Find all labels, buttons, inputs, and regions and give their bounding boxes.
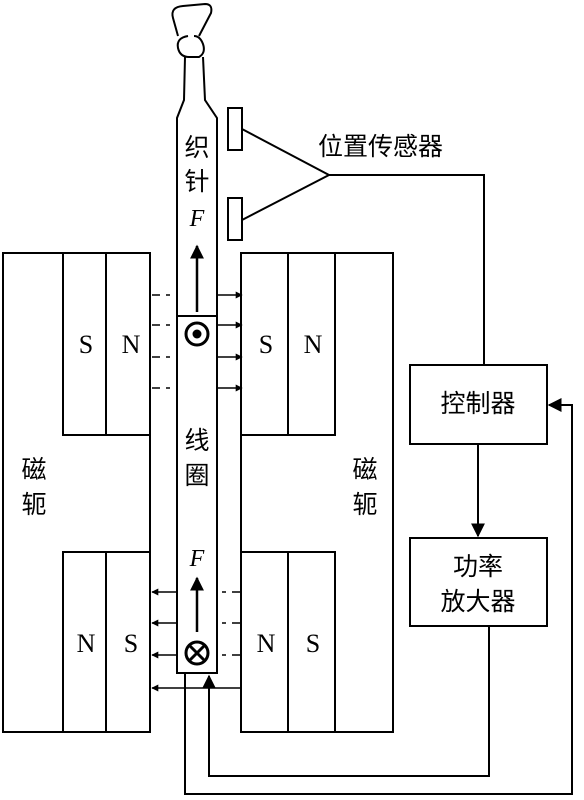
- pole-top-right-2: N: [304, 330, 323, 359]
- amplifier-label-2: 放大器: [440, 587, 515, 616]
- amplifier-label-1: 功率: [453, 552, 503, 581]
- yoke-right-label-2: 轭: [352, 490, 377, 519]
- coil-label-1: 线: [184, 426, 209, 455]
- needle: [171, 2, 218, 316]
- coil-feedback-wire: [184, 398, 573, 795]
- needle-label-1: 织: [184, 133, 209, 162]
- position-sensor-upper: [227, 107, 243, 151]
- field-lines-bottom: [151, 588, 240, 692]
- left-yoke: [2, 252, 151, 733]
- pole-bottom-right-2: S: [306, 629, 320, 658]
- cross-in-circle-icon: [184, 640, 210, 666]
- force-label-top: F: [189, 206, 205, 232]
- dot-in-circle-icon: [184, 321, 210, 347]
- pole-top-left-1: S: [79, 330, 93, 359]
- position-sensor-label: 位置传感器: [318, 132, 443, 161]
- field-lines-top: [152, 291, 243, 392]
- pole-top-left-2: N: [122, 330, 141, 359]
- amplifier-to-coil-wire: [202, 626, 490, 777]
- controller-label: 控制器: [440, 389, 515, 418]
- sensor-lines: [241, 128, 332, 221]
- right-yoke: [240, 252, 394, 733]
- yoke-left-label-1: 磁: [21, 455, 46, 484]
- pole-bottom-left-1: N: [77, 629, 96, 658]
- pole-bottom-right-1: N: [257, 629, 276, 658]
- coil-label-2: 圈: [184, 461, 209, 490]
- needle-label-2: 针: [184, 167, 209, 196]
- position-sensor-lower: [227, 197, 243, 241]
- pole-top-right-1: S: [259, 330, 273, 359]
- pole-bottom-left-2: S: [124, 629, 138, 658]
- yoke-right-label-1: 磁: [352, 455, 377, 484]
- amplifier-box: [409, 537, 548, 627]
- force-label-bottom: F: [189, 546, 205, 572]
- sensor-to-controller-line: [329, 174, 485, 365]
- yoke-left-label-2: 轭: [21, 490, 46, 519]
